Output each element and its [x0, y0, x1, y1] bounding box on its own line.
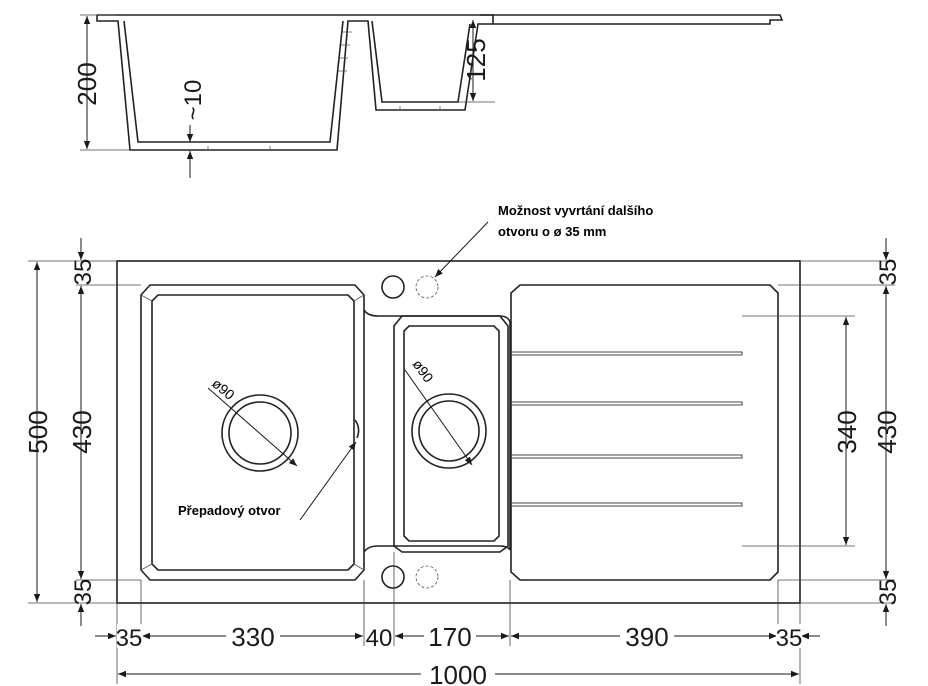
hole-note-line1: Možnost vyvrtání dalšího: [498, 203, 653, 218]
small-drain-dia: ø90: [410, 356, 437, 385]
dim-top-right: 35: [875, 259, 902, 286]
small-drain-outer: [411, 393, 487, 469]
big-bowl-corners: [140, 294, 365, 571]
dim-w-margin-left: 35: [116, 625, 143, 652]
section-wall-hatch: [338, 31, 352, 72]
drainer-groove: [510, 502, 743, 507]
small-drain-dia-line: [404, 369, 473, 466]
small-drain-inner: [418, 400, 480, 462]
section-view: 200 ~10 125: [72, 14, 784, 178]
hole-note-line2: otvoru o ø 35 mm: [498, 224, 606, 239]
drainer-groove: [510, 351, 743, 356]
dim-bottom-right: 35: [875, 579, 902, 606]
section-rim: [97, 14, 784, 25]
sink-outline: [116, 260, 801, 604]
dim-section-bottom: ~10: [180, 80, 207, 121]
dim-total-height: 500: [23, 410, 53, 453]
dim-w-small-bowl: 170: [428, 622, 471, 652]
dim-w-big-bowl: 330: [231, 622, 274, 652]
big-drain-outer: [221, 394, 299, 472]
section-drain-marks: [207, 106, 441, 150]
section-big-bowl-inner: [123, 20, 344, 143]
drainer-area: [510, 284, 779, 581]
dim-total-width: 1000: [429, 660, 487, 686]
small-bowl-inner: [403, 325, 500, 542]
dim-section-height: 200: [72, 62, 102, 105]
center-deck-edge: [363, 309, 511, 553]
optional-hole-top: [415, 275, 439, 299]
optional-hole-bottom: [415, 565, 439, 589]
drainer-groove: [510, 454, 743, 459]
dim-drainer: 340: [832, 410, 862, 453]
overflow-label: Přepadový otvor: [178, 503, 281, 518]
section-small-bowl-inner: [371, 20, 471, 103]
dim-w-drainer: 390: [625, 622, 668, 652]
section-outline-outer: [96, 15, 493, 151]
tap-hole-top: [381, 275, 405, 299]
dim-w-gap: 40: [366, 625, 393, 652]
big-bowl-inner: [151, 294, 355, 571]
tap-hole-bottom: [381, 565, 405, 589]
dim-right-inner: 430: [872, 410, 902, 453]
big-drain-dia-line: [207, 387, 298, 467]
overflow-leader: [299, 441, 357, 521]
big-bowl-outer: [140, 284, 365, 581]
dim-section-small-depth: 125: [461, 38, 491, 81]
dim-w-margin-right: 35: [776, 625, 803, 652]
plan-view: ø90 ø90 Přepadový otvor Možnost vyvrtání…: [23, 203, 902, 686]
section-drainer-step: [480, 14, 494, 24]
overflow-slot: [354, 419, 360, 439]
dim-top-left: 35: [70, 259, 97, 286]
big-drain-inner: [228, 401, 292, 465]
big-drain-dia: ø90: [209, 375, 238, 403]
dim-left-inner: 430: [67, 410, 97, 453]
drainer-groove: [510, 401, 743, 406]
dim-bottom-left: 35: [70, 579, 97, 606]
drainer-grooves: [510, 351, 743, 507]
hole-note-leader: [434, 221, 489, 278]
small-bowl-outer: [393, 315, 509, 553]
